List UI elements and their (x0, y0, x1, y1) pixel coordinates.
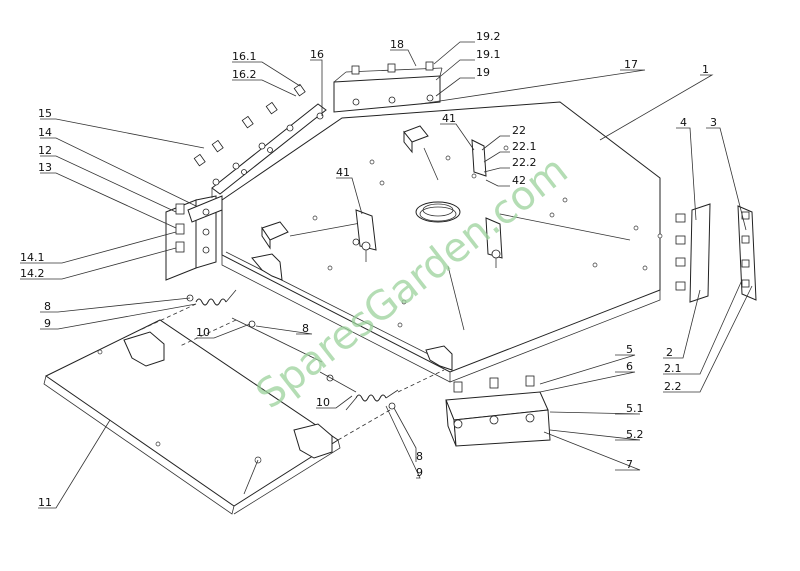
callout-2: 2 (666, 346, 673, 359)
callout-22-1: 22.1 (512, 140, 537, 153)
callout-1: 1 (702, 63, 709, 76)
left-side-bracket (165, 195, 223, 281)
callout-10b: 10 (316, 396, 330, 409)
callout-22: 22 (512, 124, 526, 137)
callout-8c: 8 (416, 450, 423, 463)
callout-14-1: 14.1 (20, 251, 45, 264)
right-side-plates (675, 203, 757, 303)
callout-41a: 41 (442, 112, 456, 125)
callout-2-2: 2.2 (664, 380, 682, 393)
callout-5: 5 (626, 343, 633, 356)
callout-11: 11 (38, 496, 52, 509)
leader-lines (20, 41, 753, 509)
callout-9b: 9 (416, 466, 423, 479)
callout-16-1: 16.1 (232, 50, 257, 63)
deck-plate (221, 101, 663, 383)
guard-flap (43, 319, 341, 515)
callout-41b: 41 (336, 166, 350, 179)
callout-3: 3 (710, 116, 717, 129)
callout-18: 18 (390, 38, 404, 51)
callout-13: 13 (38, 161, 52, 174)
callout-labels: 1 2 2.1 2.2 3 4 5 5.1 5.2 6 7 8 8 8 9 9 … (20, 30, 717, 509)
upper-left-rail (193, 83, 327, 198)
rail-bolts (193, 83, 324, 186)
callout-6: 6 (626, 360, 633, 373)
callout-2-1: 2.1 (664, 362, 682, 375)
deck-blocks (251, 125, 453, 371)
callout-15: 15 (38, 107, 52, 120)
callout-14-2: 14.2 (20, 267, 45, 280)
callout-8a: 8 (44, 300, 51, 313)
callout-19-1: 19.1 (476, 48, 501, 61)
callout-17: 17 (624, 58, 638, 71)
bottom-right-rail (445, 375, 551, 447)
bracket-41-left (352, 209, 377, 262)
callout-19-2: 19.2 (476, 30, 501, 43)
callout-4: 4 (680, 116, 687, 129)
bracket-41-right (471, 139, 503, 268)
callout-9a: 9 (44, 317, 51, 330)
callout-5-1: 5.1 (626, 402, 644, 415)
callout-12: 12 (38, 144, 52, 157)
callout-42: 42 (512, 174, 526, 187)
callout-7: 7 (626, 458, 633, 471)
callout-19: 19 (476, 66, 490, 79)
callout-14: 14 (38, 126, 52, 139)
callout-8b: 8 (302, 322, 309, 335)
top-rail (333, 61, 443, 113)
callout-16: 16 (310, 48, 324, 61)
callout-16-2: 16.2 (232, 68, 257, 81)
callout-10a: 10 (196, 326, 210, 339)
callout-5-2: 5.2 (626, 428, 644, 441)
callout-22-2: 22.2 (512, 156, 537, 169)
